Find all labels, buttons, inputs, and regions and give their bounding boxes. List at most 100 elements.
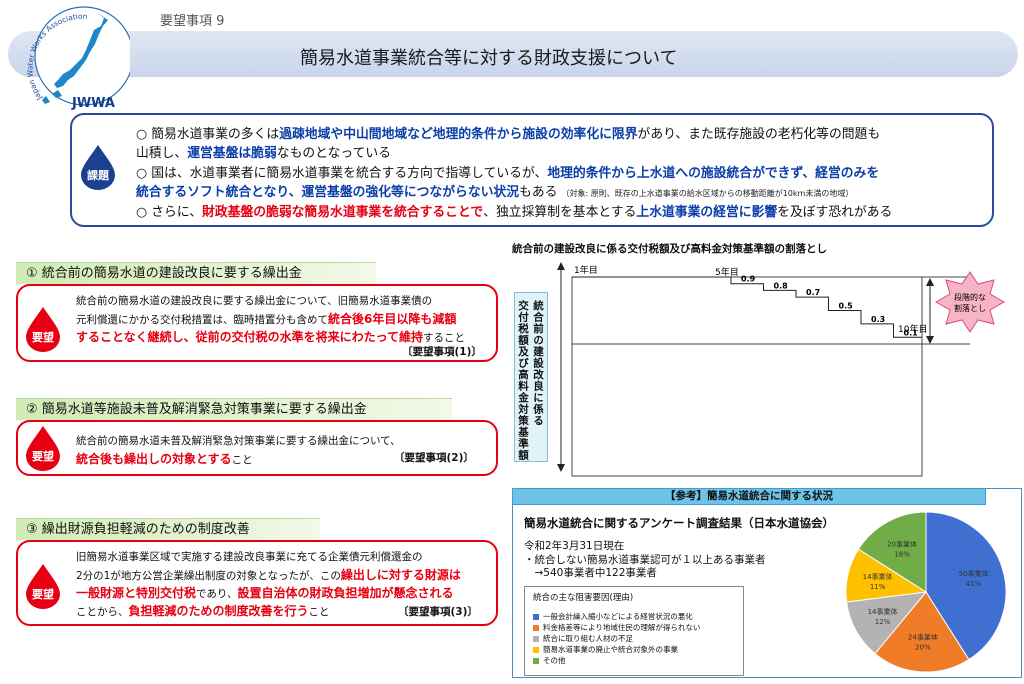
text-segment: があり、また既存施設の老朽化等の問題も <box>637 127 881 142</box>
reason-label: その他 <box>543 656 566 665</box>
text-segment: 過疎地域や中山間地域など地理的条件から施設の効率化に限界 <box>279 127 638 142</box>
section-3-line-3b: であり、 <box>196 588 238 600</box>
legend-swatch <box>533 613 539 620</box>
reason-label: 統合に取り組む人材の不足 <box>543 634 633 643</box>
section-2-line-1: 統合前の簡易水道未普及解消緊急対策事業に要する繰出金について、 <box>76 435 401 447</box>
text-segment: 運営基盤は脆弱 <box>187 146 277 161</box>
text-segment: 山積し、 <box>136 146 188 161</box>
step-series <box>572 276 922 338</box>
reference-header: 【参考】簡易水道統合に関する状況 <box>512 488 986 505</box>
pie-label: 16% <box>894 551 910 559</box>
page-title: 簡易水道事業統合等に対する財政支援について <box>300 48 678 69</box>
starburst-shape <box>934 271 1006 333</box>
section-1-line-2a: 元利償還にかかる交付税措置は、臨時措置分も含めて <box>76 314 328 326</box>
pie-label: 14事業体 <box>868 607 898 616</box>
section-2-line-2: 統合後も繰出しの対象とすること <box>76 450 253 470</box>
section-3-line-4: ことから、負担軽減のための制度改善を行うこと <box>76 602 330 622</box>
pie-label: 20% <box>915 644 931 652</box>
svg-text:要望: 要望 <box>32 449 54 463</box>
reason-label: 簡易水道事業の廃止や統合対象外の事業 <box>543 645 678 654</box>
section-2-line-2a: 統合後も繰出しの対象とする <box>76 452 232 466</box>
title-bar <box>8 31 1018 77</box>
section-3-tab: ③ 繰出財源負担軽減のための制度改善 <box>16 518 320 540</box>
reason-label: 料金格差等により地域住民の理解が得られない <box>543 623 701 632</box>
issue-line-3: ○ 国は、水道事業者に簡易水道事業を統合する方向で指導しているが、地理的条件から… <box>136 164 879 183</box>
text-segment: ○ 簡易水道事業の多くは <box>136 127 280 142</box>
reasons-legend <box>524 586 744 676</box>
reason-row: 料金格差等により地域住民の理解が得られない <box>533 623 700 632</box>
section-2-ref: 〔要望事項(2)〕 <box>394 452 474 464</box>
reason-label: 一般会計繰入縮小などによる経営状況の悪化 <box>543 612 693 621</box>
issue-line-4: 統合するソフト統合となり、運営基盤の強化等につながらない状況もある （対象: 原… <box>136 183 853 203</box>
pie-label: 11% <box>870 583 886 591</box>
text-segment: 統合するソフト統合となり、運営基盤の強化等につながらない状況 <box>136 185 520 200</box>
section-3-badge: 要望 <box>26 564 60 609</box>
section-3-box <box>16 540 498 626</box>
reason-row: その他 <box>533 656 566 665</box>
step-value-label: 0.9 <box>741 275 756 284</box>
section-3-line-2b: 繰出しに対する財源は <box>340 568 461 582</box>
survey-bullet-2: →540事業者中122事業者 <box>524 567 657 579</box>
section-3-line-3c: 設置自治体の財政負担増加が懸念される <box>237 586 454 600</box>
chart-ylabel-col2: 交付税額及び高料金対策基準額 <box>517 300 529 461</box>
step-chart: 0.90.80.70.50.30.1 段階的な 割落とし 1年目 5年目 10年… <box>557 262 1006 477</box>
svg-text:要望: 要望 <box>32 587 54 601</box>
survey-date: 令和2年3月31日現在 <box>524 540 625 552</box>
step-line <box>572 276 922 338</box>
issues-badge: 課題 <box>81 145 115 190</box>
red-drop-icon <box>26 564 60 609</box>
chart-frame <box>571 276 923 477</box>
section-1-badge: 要望 <box>26 307 60 352</box>
legend-swatch <box>533 657 539 664</box>
pie-label: 14事業体 <box>863 572 893 581</box>
issue-note: （対象: 原則、既存の上水道事業の給水区域からの移動距離が10km未満の地域） <box>561 189 854 198</box>
reason-row: 一般会計繰入縮小などによる経営状況の悪化 <box>533 612 693 621</box>
section-3-line-4c: こと <box>308 606 330 618</box>
svg-text:課題: 課題 <box>87 168 110 182</box>
request-number: 要望事項 9 <box>160 14 225 29</box>
step-labels: 0.9 0.8 0.7 0.5 0.3 0.1 <box>741 275 918 338</box>
pie-label: 41% <box>966 580 982 588</box>
text-segment: を及ぼす恐れがある <box>777 205 893 220</box>
legend-swatch <box>533 635 539 642</box>
jwwa-logo: Japan Water Works Association JWWA <box>25 6 130 111</box>
section-1-line-2: 元利償還にかかる交付税措置は、臨時措置分も含めて統合後6年目以降も減額 <box>76 310 456 330</box>
section-1-ref: 〔要望事項(1)〕 <box>402 346 482 358</box>
reason-row: 簡易水道事業の廃止や統合対象外の事業 <box>533 645 678 654</box>
red-drop-icon <box>26 307 60 352</box>
issue-line-2: 山積し、運営基盤は脆弱なものとなっている <box>136 144 391 163</box>
japan-map-shape <box>54 12 108 88</box>
step-value-label: 0.8 <box>774 281 789 290</box>
issue-line-1: ○ 簡易水道事業の多くは過疎地域や中山間地域など地理的条件から施設の効率化に限界… <box>136 125 880 144</box>
section-1-line-3: することなく継続し、従前の交付税の水準を将来にわたって維持すること <box>76 328 465 348</box>
section-2-line-2b: こと <box>231 454 253 466</box>
star-label-2: 割落とし <box>954 303 986 313</box>
pie-label: 20事業体 <box>887 540 917 549</box>
section-1-tab: ① 統合前の簡易水道の建設改良に要する繰出金 <box>16 262 376 284</box>
survey-bullet-1: ・統合しない簡易水道事業認可が１以上ある事業者 <box>524 554 766 566</box>
pie-slice <box>846 591 928 655</box>
text-segment: ○ 国は、水道事業者に簡易水道事業を統合する方向で指導しているが、 <box>136 166 548 181</box>
water-drop-icon <box>81 145 115 190</box>
text-segment: もある <box>519 185 558 200</box>
step-value-label: 0.1 <box>904 328 919 337</box>
reasons-title: 統合の主な阻害要因(理由) <box>533 593 634 603</box>
label-year10: 10年目 <box>898 323 927 335</box>
star-label-1: 段階的な <box>954 292 986 302</box>
section-3-line-4a: ことから、 <box>76 606 129 618</box>
section-3-line-3a: 一般財源と特別交付税 <box>76 586 197 600</box>
pie-slice <box>874 591 970 673</box>
section-3-line-2a: 2分の1が地方公営企業繰出制度の対象となったが、この <box>76 570 341 582</box>
section-1-line-2b: 統合後6年目以降も減額 <box>328 312 457 326</box>
step-value-label: 0.5 <box>839 302 854 311</box>
logo-abbr: JWWA <box>71 96 115 111</box>
step-value-label: 0.7 <box>806 288 820 297</box>
arrow-down-icon <box>557 464 565 472</box>
text-segment: なものとなっている <box>276 146 391 161</box>
issues-box <box>70 113 994 227</box>
chart-title: 統合前の建設改良に係る交付税額及び高料金対策基準額の割落とし <box>512 243 827 255</box>
step-value-label: 0.3 <box>871 315 885 324</box>
section-3-line-2: 2分の1が地方公営企業繰出制度の対象となったが、この繰出しに対する財源は <box>76 566 461 586</box>
arrow-down-icon <box>926 336 934 344</box>
